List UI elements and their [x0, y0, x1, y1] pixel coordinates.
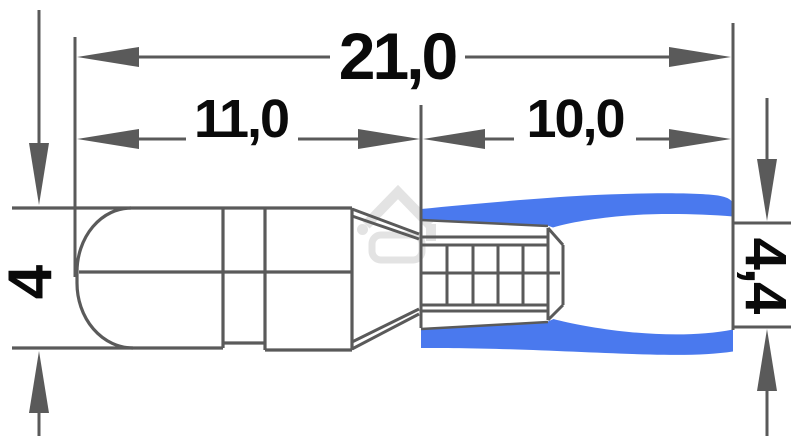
dimension-line-body-diameter: [29, 10, 49, 436]
pin-cone: [351, 207, 420, 351]
insulation-sleeve-bottom: [421, 319, 733, 355]
dimension-line-pin-length: [77, 129, 420, 149]
arrowhead-up-icon: [757, 329, 777, 391]
dimension-label-body-diameter: 4: [0, 264, 65, 300]
crimp-barrel-serrations: [422, 227, 565, 322]
insulation-sleeve: [420, 193, 733, 355]
dimension-label-total-length: 21,0: [338, 19, 458, 93]
dimension-label-pin-length: 11,0: [193, 89, 290, 149]
arrowhead-left-icon: [77, 129, 139, 149]
insulation-sleeve-top: [421, 193, 733, 228]
arrowhead-up-icon: [29, 351, 49, 413]
dimension-line-insulation-entry-diameter: [757, 98, 777, 436]
extension-lines: [73, 23, 791, 330]
arrowhead-right-icon: [669, 129, 731, 149]
arrowhead-down-icon: [757, 159, 777, 221]
dimension-line-insulation-length: [423, 129, 731, 149]
dimension-line-total-length: [77, 47, 731, 67]
arrowhead-down-icon: [29, 143, 49, 205]
arrowhead-right-icon: [358, 129, 420, 149]
dimension-label-insulation-length: 10,0: [526, 89, 625, 149]
bullet-terminal-body: [12, 206, 354, 352]
dimension-label-insulation-entry-diameter: 4,4: [733, 237, 798, 313]
arrowhead-right-icon: [669, 47, 731, 67]
arrowhead-left-icon: [77, 47, 139, 67]
arrowhead-left-icon: [423, 129, 485, 149]
